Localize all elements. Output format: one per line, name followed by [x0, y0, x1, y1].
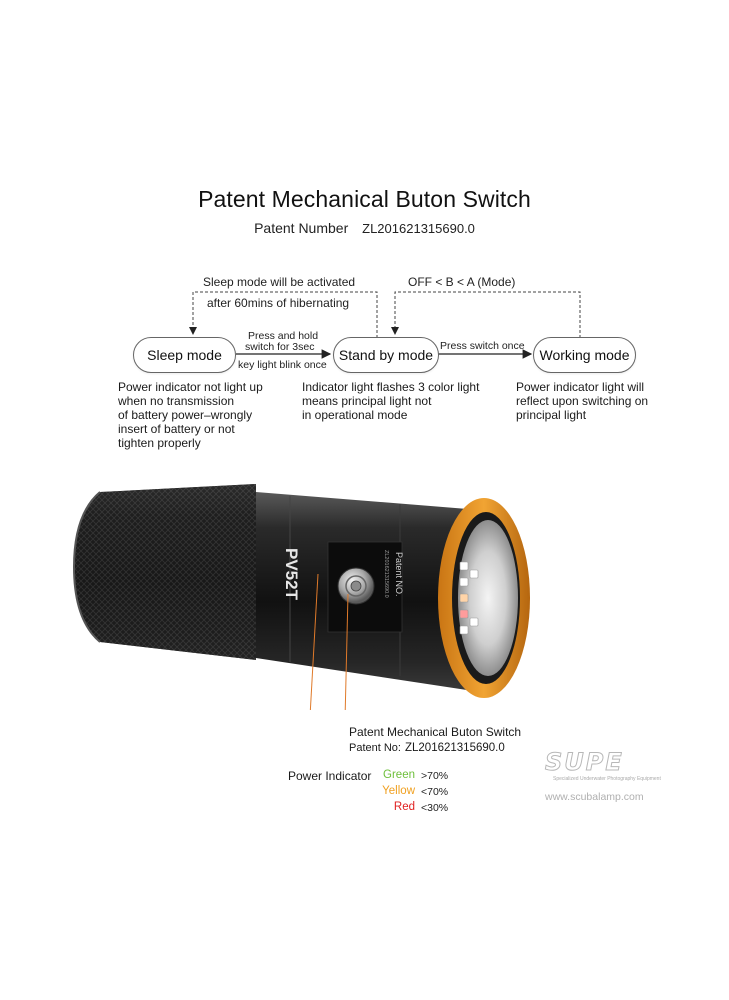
brand-tagline: Specialized Underwater Photography Equip… [553, 776, 661, 782]
engraving-patent-title: Patent NO. [394, 552, 404, 597]
indicator-yellow-name: Yellow [382, 785, 415, 797]
callout-patent-line: Patent No:ZL201621315690.0 [349, 742, 505, 754]
callout-line-switch [344, 593, 349, 710]
mode-loop-label: OFF < B < A (Mode) [408, 275, 516, 289]
patent-number-line: Patent Number ZL201621315690.0 [0, 220, 729, 236]
arrow-1-label-top-1: Press and hold [248, 330, 319, 342]
engraving-patent-number: ZL201621315690.0 [383, 550, 389, 598]
indicator-green-name: Green [383, 769, 415, 781]
mode-flow-diagram [189, 291, 581, 359]
standby-mode-node: Stand by mode [333, 337, 439, 373]
patent-number-label: Patent Number [254, 220, 349, 236]
callout-patent-number: ZL201621315690.0 [404, 742, 505, 754]
working-mode-node: Working mode [533, 337, 636, 373]
indicator-green-value: >70% [421, 770, 449, 782]
flashlight-illustration: PV52T Patent NO. ZL201621315690.0 [72, 484, 530, 710]
sleep-loop-label-2: after 60mins of hibernating [207, 296, 350, 310]
callout-line-indicator [309, 573, 319, 710]
sleep-loop-dashed-line [189, 291, 378, 338]
led-array [459, 561, 479, 635]
model-engraving: PV52T [282, 548, 301, 601]
page-title: Patent Mechanical Buton Switch [198, 186, 531, 212]
lens [458, 520, 518, 676]
standby-mode-description: Indicator light flashes 3 color light me… [302, 380, 480, 422]
indicator-red-name: Red [393, 801, 415, 813]
patent-number-value: ZL201621315690.0 [362, 221, 475, 236]
callout-switch-title: Patent Mechanical Buton Switch [349, 725, 522, 739]
arrow-1-label-bottom: key light blink once [238, 359, 327, 371]
arrow-1-label-top-2: switch for 3sec [245, 341, 315, 353]
callout-patent-label: Patent No: [349, 742, 401, 754]
brand-url: www.scubalamp.com [545, 791, 644, 803]
sleep-mode-description: Power indicator not light up when no tra… [118, 380, 263, 450]
working-mode-description: Power indicator light will reflect upon … [516, 380, 649, 422]
mode-loop-dashed-line [391, 291, 581, 338]
arrow-2-label-top: Press switch once [440, 340, 525, 352]
brand-logo: SUPE [545, 748, 624, 777]
power-indicator-label: Power Indicator [288, 769, 372, 783]
indicator-yellow-value: <70% [421, 786, 449, 798]
sleep-loop-label-1: Sleep mode will be activated [203, 275, 356, 289]
indicator-red-value: <30% [421, 802, 449, 814]
sleep-mode-node: Sleep mode [133, 337, 236, 373]
